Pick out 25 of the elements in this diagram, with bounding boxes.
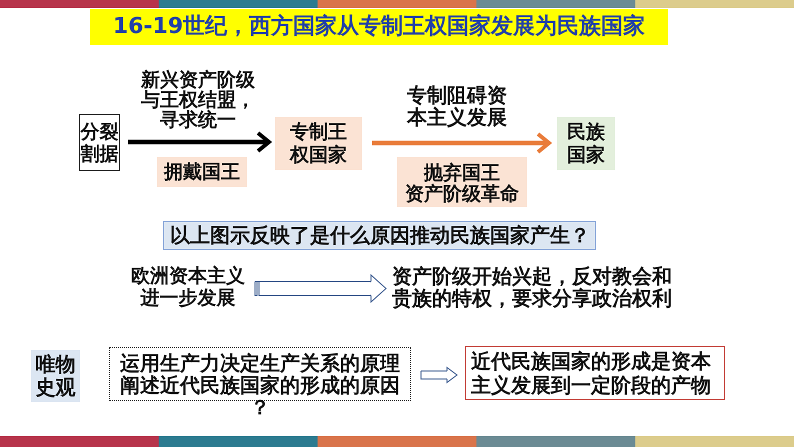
- edge-label: 新兴资产阶级与王权结盟，寻求统一: [140, 70, 256, 130]
- box-text: 分裂割据: [79, 120, 120, 164]
- box-text: 拥戴国王: [162, 160, 241, 184]
- question-text: 以上图示反映了是什么原因推动民族国家产生？: [170, 222, 590, 249]
- flow-text: 资产阶级开始兴起，反对教会和贵族的特权，要求分享政治权利: [392, 265, 676, 309]
- arrow: [372, 132, 551, 154]
- edge-label: 专制阻碍资本主义发展: [406, 84, 508, 128]
- arrow: [128, 131, 271, 153]
- box-text: 民族国家: [566, 120, 606, 166]
- block-arrow: [420, 367, 458, 383]
- box-text: 运用生产力决定生产关系的原理阐述近代民族国家的形成的原因？: [119, 352, 401, 418]
- box-text: 唯物史观: [34, 353, 76, 399]
- box-text: 资产阶级革命: [405, 184, 519, 205]
- title: 16-19世纪，西方国家从专制王权国家发展为民族国家: [90, 9, 668, 45]
- box-text: 专制王权国家: [288, 120, 348, 166]
- bordered-box: [79, 114, 120, 171]
- box-text: 抛弃国王: [424, 163, 500, 184]
- bordered-box: [465, 346, 725, 400]
- box-text: 近代民族国家的形成是资本主义发展到一定阶段的产物: [471, 349, 712, 397]
- flow-text: 欧洲资本主义进一步发展: [129, 265, 247, 309]
- shaded-box: [157, 157, 247, 187]
- block-arrow: [254, 274, 386, 302]
- stage-box: [275, 117, 362, 170]
- stage-box: [557, 117, 615, 170]
- shaded-box: [397, 157, 527, 207]
